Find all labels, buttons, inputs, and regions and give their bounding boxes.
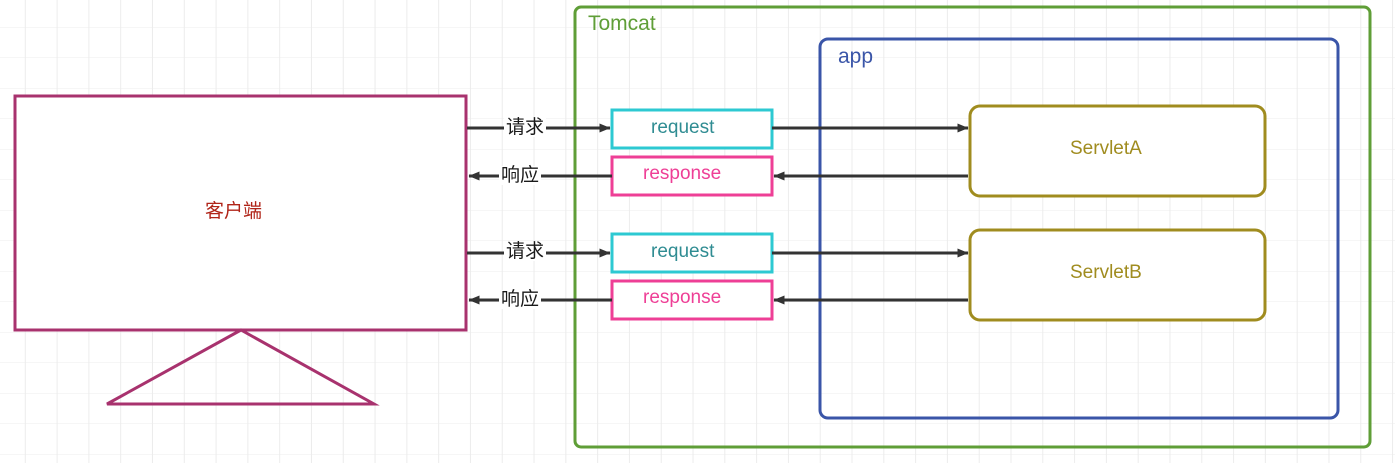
flow-b-request-label: 请求: [504, 241, 547, 262]
flow-b-response-label: 响应: [499, 289, 542, 310]
tomcat-container-box: [573, 5, 1372, 449]
app-container-box: [818, 37, 1340, 420]
tomcat-container-label: Tomcat: [588, 12, 656, 35]
flow-a-request-box-label: request: [651, 117, 715, 138]
client-stand-triangle: [106, 328, 380, 406]
flow-b-response-box-label: response: [643, 287, 722, 308]
servlet-a-box: [968, 104, 1267, 198]
servlet-b-box: [968, 228, 1267, 322]
client-label: 客户端: [205, 201, 263, 222]
servlet-a-label: ServletA: [1070, 138, 1142, 159]
flow-b-request-box: [610, 232, 774, 274]
flow-b-request-box-label: request: [651, 241, 715, 262]
flow-a-request-label: 请求: [504, 117, 547, 138]
app-container-label: app: [838, 45, 874, 68]
client-box: [13, 94, 468, 332]
flow-a-response-label: 响应: [499, 165, 542, 186]
flow-a-response-box-label: response: [643, 163, 722, 184]
flow-a-response-box: [610, 155, 774, 197]
servlet-b-label: ServletB: [1070, 262, 1142, 283]
flow-b-response-box: [610, 279, 774, 321]
